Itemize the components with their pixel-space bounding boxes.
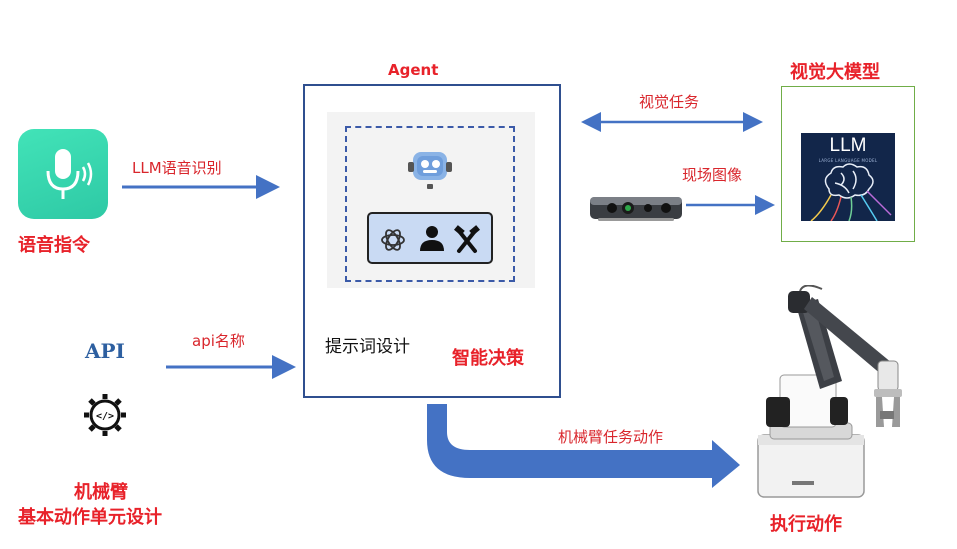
- llm-logo: LLM LARGE LANGUAGE MODEL: [801, 133, 895, 221]
- prompt-design-label: 提示词设计: [325, 337, 410, 357]
- voice-app-icon: [18, 129, 108, 219]
- robot-arm-icon: [757, 285, 902, 498]
- api-caption-line2: 基本动作单元设计: [18, 507, 162, 528]
- api-logo: API: [85, 339, 125, 363]
- code-gear-icon: </>: [84, 394, 126, 436]
- voice-label: 语音指令: [18, 235, 90, 256]
- person-icon: [420, 226, 444, 251]
- voice-arrow-label: LLM语音识别: [132, 159, 222, 177]
- vision-box: LLM LARGE LANGUAGE MODEL: [781, 86, 915, 242]
- execute-action-label: 执行动作: [770, 514, 842, 535]
- agent-box: 提示词设计 智能决策: [303, 84, 561, 398]
- tool-panel: [367, 212, 493, 264]
- agent-illustration: [327, 112, 535, 288]
- openai-icon: [381, 229, 405, 251]
- agent-dashed-frame: [345, 126, 515, 282]
- depth-camera-icon: [590, 197, 682, 221]
- api-arrow-label: api名称: [192, 332, 245, 350]
- tool-icons: [381, 225, 480, 253]
- brain-icon: [810, 163, 892, 221]
- smart-decision-label: 智能决策: [452, 348, 524, 369]
- svg-text:</>: </>: [96, 411, 114, 422]
- vision-task-label: 视觉任务: [639, 93, 700, 111]
- agent-title: Agent: [388, 61, 439, 79]
- llm-logo-subtext: LARGE LANGUAGE MODEL: [818, 158, 878, 163]
- llm-logo-text: LLM: [829, 135, 867, 156]
- vision-title: 视觉大模型: [790, 62, 880, 83]
- robot-head-icon: [408, 152, 452, 189]
- microphone-icon: [46, 149, 93, 199]
- api-caption-line1: 机械臂: [74, 482, 128, 503]
- arm-arrow-label: 机械臂任务动作: [558, 428, 664, 446]
- scene-image-label: 现场图像: [682, 166, 743, 184]
- arm-task-arrow: [427, 404, 740, 488]
- tools-icon: [454, 225, 480, 253]
